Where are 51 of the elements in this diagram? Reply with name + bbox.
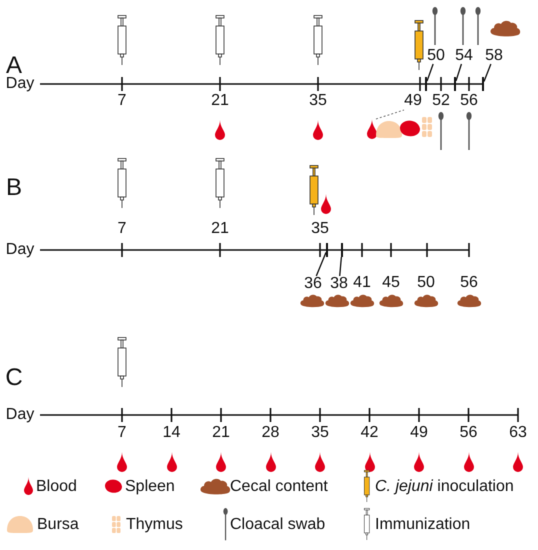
legend-label: Spleen	[125, 479, 175, 495]
day-number: 54	[453, 48, 475, 64]
day-number: 21	[212, 425, 230, 441]
day-number: 21	[211, 221, 229, 237]
tick-mark	[454, 77, 456, 91]
day-number: 35	[311, 425, 329, 441]
panel-letter: A	[6, 54, 22, 78]
legend-label: Bursa	[37, 517, 79, 533]
day-number: 7	[118, 221, 126, 237]
leader-line	[426, 64, 434, 82]
leader-line	[483, 64, 492, 82]
legend-label: Immunization	[375, 517, 470, 533]
legend-label: C. jejuni inoculation	[375, 479, 514, 495]
day-number: 56	[460, 93, 478, 109]
legend-label: Thymus	[126, 517, 183, 533]
legend-label: Cecal content	[230, 479, 328, 495]
day-number: 7	[118, 93, 126, 109]
day-number: 50	[417, 275, 435, 291]
leader-line	[455, 64, 462, 82]
tick-mark	[326, 243, 328, 257]
legend-label: Cloacal swab	[230, 517, 326, 533]
panel-letter: B	[6, 176, 22, 200]
day-number: 45	[382, 275, 400, 291]
day-number: 41	[353, 275, 371, 291]
day-number: 49	[410, 425, 428, 441]
leader-line	[339, 256, 342, 276]
panel-letter: C	[5, 366, 23, 390]
day-number: 21	[211, 93, 229, 109]
day-number: 38	[328, 276, 350, 292]
leader-line	[316, 252, 327, 276]
day-number: 35	[309, 93, 327, 109]
day-number: 50	[425, 48, 447, 64]
day-number: 58	[483, 48, 505, 64]
day-number: 56	[460, 275, 478, 291]
legend-label: Blood	[36, 479, 77, 495]
day-number: 7	[118, 425, 126, 441]
day-number: 14	[162, 425, 180, 441]
tick-mark	[341, 243, 343, 257]
day-number: 56	[460, 425, 478, 441]
day-number: 42	[360, 425, 378, 441]
day-number: 63	[509, 425, 527, 441]
day-number: 28	[262, 425, 280, 441]
day-number: 49	[404, 93, 422, 109]
day-number: 36	[302, 276, 324, 292]
day-number: 35	[311, 221, 329, 237]
day-number: 52	[432, 93, 450, 109]
axis-label: Day	[6, 76, 34, 92]
axis-label: Day	[6, 242, 34, 258]
axis-label: Day	[6, 407, 34, 423]
tick-mark	[425, 77, 427, 91]
tick-mark	[482, 77, 484, 91]
